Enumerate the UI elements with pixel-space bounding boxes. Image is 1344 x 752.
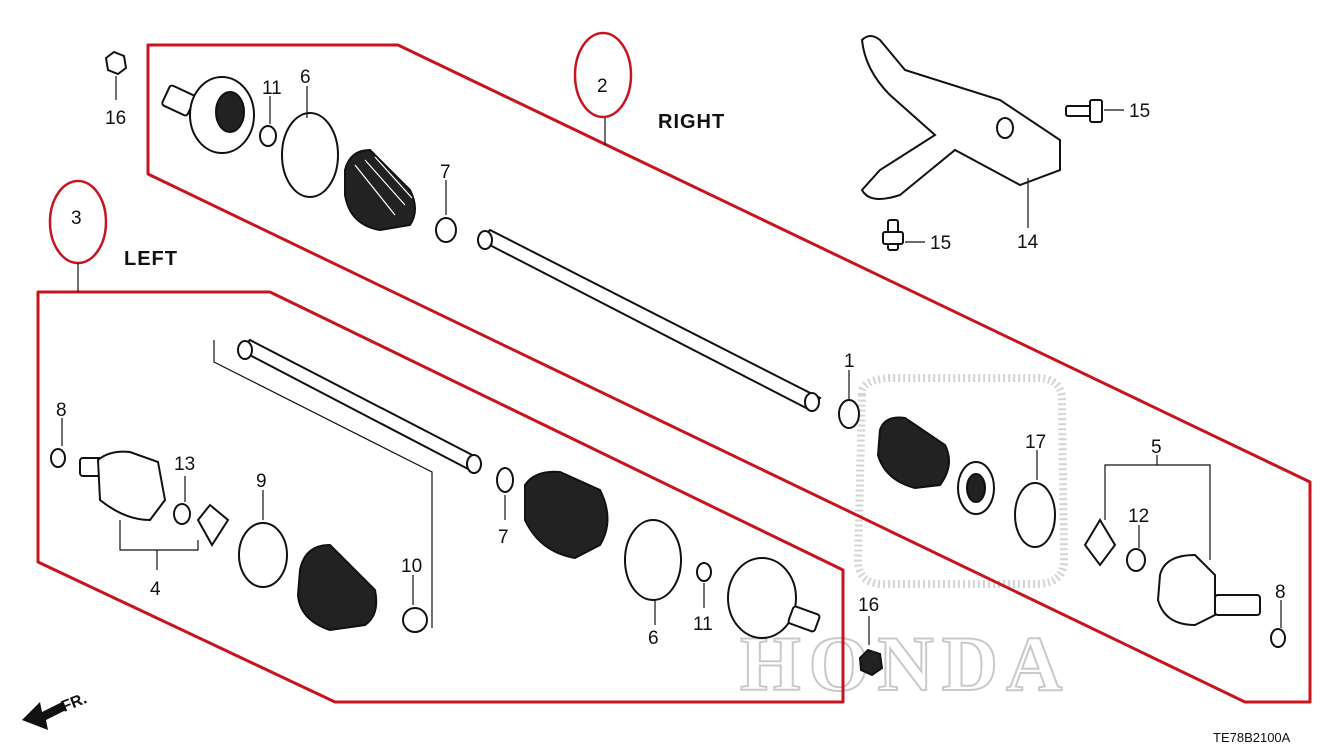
part-17-band — [1014, 482, 1056, 548]
front-arrow-icon — [22, 702, 66, 730]
callout-11-bottom: 11 — [693, 614, 713, 635]
part-12-ring — [1126, 548, 1146, 572]
part-7-band-top — [435, 217, 457, 243]
right-outboard-joint — [161, 76, 255, 154]
left-inboard-boot — [296, 543, 378, 632]
right-inboard-joint-housing — [1156, 553, 1216, 627]
left-outboard-spline — [787, 605, 821, 633]
callout-12: 12 — [1128, 506, 1149, 527]
front-indicator: FR. — [22, 690, 89, 730]
part-8-clip-right — [1270, 628, 1286, 648]
right-half-shaft — [477, 228, 822, 412]
watermark-logo-shape — [853, 374, 1069, 588]
callout-11-top: 11 — [262, 78, 282, 99]
part-13-ring — [173, 503, 191, 525]
part-15-bolt-bottom — [882, 219, 925, 251]
part-6-band-bottom — [624, 519, 682, 601]
right-assembly-highlight-box — [146, 43, 1312, 704]
left-outboard-boot — [524, 470, 609, 560]
left-half-shaft — [213, 338, 482, 628]
left-shaft-bar — [238, 338, 480, 472]
callout-17: 17 — [1025, 432, 1046, 453]
part-7-band-bottom — [496, 467, 514, 493]
callout-6-top: 6 — [300, 67, 311, 88]
left-outboard-boot-body — [524, 470, 609, 560]
right-inboard-joint-assembly — [1083, 455, 1261, 627]
part-15-bolt-top — [1065, 99, 1124, 123]
watermark-brand-text: HONDA — [740, 620, 1070, 707]
left-tripod-bearing — [196, 503, 230, 547]
callout-15-top: 15 — [1129, 101, 1150, 122]
part-10-band — [402, 607, 428, 633]
bracket-assembly — [860, 35, 1061, 228]
right-outboard-boot — [344, 148, 416, 232]
left-assembly-number: 3 — [71, 208, 82, 229]
part-16-nut-bottom — [858, 616, 884, 677]
left-outboard-joint-body — [727, 557, 797, 639]
drawing-code: TE78B2100A — [1213, 730, 1291, 745]
right-inboard-boot — [876, 416, 950, 490]
right-assembly-number: 2 — [597, 76, 608, 97]
callout-14: 14 — [1017, 232, 1039, 253]
watermark: HONDA — [739, 374, 1070, 708]
callout-9: 9 — [256, 471, 267, 492]
left-inboard-joint-housing — [96, 450, 167, 522]
part-8-clip-left — [50, 448, 66, 468]
right-assembly-circle — [573, 31, 633, 119]
left-side-label: LEFT — [124, 248, 178, 270]
callout-10: 10 — [401, 556, 422, 577]
part-14-bracket — [860, 35, 1061, 200]
callout-13: 13 — [174, 454, 195, 475]
part-6-band-top — [281, 112, 339, 198]
callout-8-left: 8 — [56, 400, 67, 421]
part-11-clip-top — [259, 125, 277, 147]
callout-5: 5 — [1151, 437, 1162, 458]
left-inboard-boot-body — [296, 543, 378, 632]
part-16-nut-top — [104, 50, 128, 100]
callout-6-bottom: 6 — [648, 628, 659, 649]
right-tripod-bearing — [1083, 518, 1117, 567]
front-indicator-label: FR. — [59, 690, 89, 715]
right-inboard-stub — [1214, 594, 1261, 616]
right-shaft-bar — [478, 228, 822, 412]
part-11-clip-bottom — [696, 562, 712, 582]
callout-16-bottom: 16 — [858, 595, 879, 616]
right-outboard-boot-body — [344, 148, 416, 232]
callout-8-right: 8 — [1275, 582, 1286, 603]
callout-4: 4 — [150, 579, 161, 600]
callout-15-bottom: 15 — [930, 233, 951, 254]
callout-7-top: 7 — [440, 162, 451, 183]
callout-1: 1 — [844, 351, 855, 372]
right-assembly-marker: 2 — [573, 31, 633, 145]
left-assembly-highlight-box — [36, 290, 845, 704]
left-outboard-joint — [727, 557, 821, 639]
callout-7-bottom: 7 — [498, 527, 509, 548]
right-outboard-joint-cup — [215, 91, 245, 133]
part-1-clip — [838, 399, 860, 429]
callout-16-top: 16 — [105, 108, 126, 129]
part-9-band — [238, 522, 288, 588]
left-inboard-joint-assembly — [79, 450, 230, 570]
left-assembly-marker: 3 — [48, 179, 108, 292]
right-side-label: RIGHT — [658, 111, 725, 133]
right-inboard-boot-body — [876, 416, 950, 490]
